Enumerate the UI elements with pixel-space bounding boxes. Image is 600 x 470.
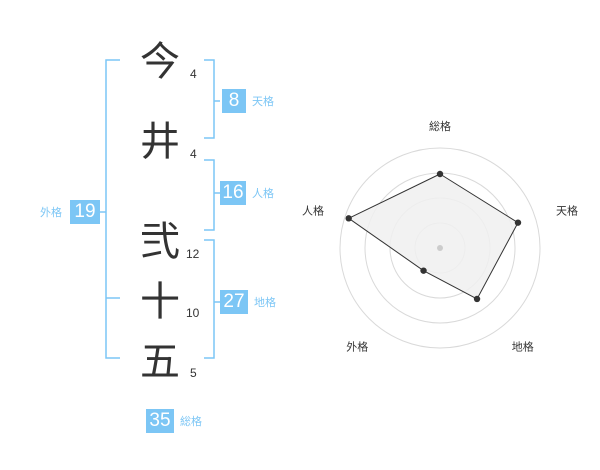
radar-point-5 [345, 215, 352, 222]
radar-point-4 [420, 267, 427, 274]
radar-area [347, 173, 519, 300]
soukaku-badge: 35 [146, 409, 174, 433]
stroke-count-1: 4 [190, 67, 197, 81]
radar-point-3 [473, 295, 481, 303]
jinkaku-badge: 16 [220, 181, 246, 205]
name-char-2: 井 [140, 119, 180, 165]
name-char-3: 弐 [140, 219, 180, 265]
stroke-count-2: 4 [190, 147, 197, 161]
gaikaku-badge: 19 [70, 200, 100, 224]
radar-axis-label-3: 地格 [512, 340, 534, 354]
name-char-5: 五 [140, 339, 180, 385]
stroke-count-4: 10 [186, 306, 200, 320]
tenkaku-label: 天格 [252, 95, 274, 108]
jinkaku-label: 人格 [252, 187, 274, 200]
gaikaku-label: 外格 [40, 206, 62, 219]
radar-axis-label-1: 総格 [429, 119, 451, 133]
radar-point-2 [514, 219, 522, 226]
stroke-count-5: 5 [190, 366, 197, 380]
radar-point-1 [436, 170, 444, 178]
radar-axis-label-2: 天格 [556, 203, 578, 217]
radar-axis-label-4: 外格 [346, 340, 368, 354]
radar-center-dot [437, 245, 443, 251]
radar-axis-label-5: 人格 [302, 203, 324, 217]
name-char-4: 十 [140, 279, 180, 325]
chikaku-badge: 27 [220, 290, 248, 314]
name-char-1: 今 [140, 39, 180, 85]
soukaku-label: 総格 [180, 415, 202, 428]
chikaku-label: 地格 [254, 296, 276, 309]
tenkaku-badge: 8 [222, 89, 246, 113]
stroke-count-3: 12 [186, 247, 200, 261]
